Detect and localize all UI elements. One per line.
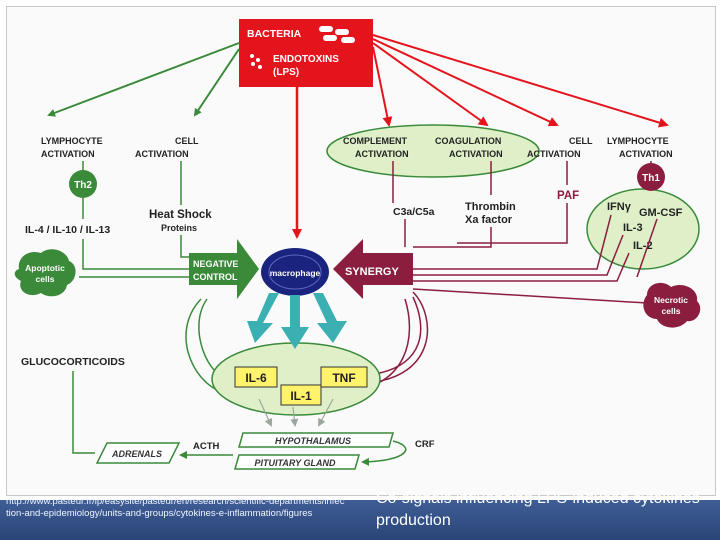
apoptotic-cells-blob xyxy=(14,249,76,297)
heat-shock-proteins-label: Proteins xyxy=(161,223,197,233)
complement-activation-1: COMPLEMENT xyxy=(343,136,408,146)
endotoxins-label: ENDOTOXINS xyxy=(273,54,339,65)
macrophage-output-arrows xyxy=(247,293,347,349)
bacteria-icon xyxy=(319,26,355,43)
cell-activation-right-2: ACTIVATION xyxy=(527,149,581,159)
cell-activation-right-1: CELL xyxy=(569,136,593,146)
il3-label: IL-3 xyxy=(623,222,643,234)
adrenals-label: ADRENALS xyxy=(111,449,162,459)
arrow-bacteria-complement xyxy=(372,46,393,127)
synergy-input-lines xyxy=(404,203,658,282)
pituitary-box xyxy=(234,454,360,470)
lymphocyte-activation-right-2: ACTIVATION xyxy=(619,149,673,159)
adrenals-box xyxy=(95,442,181,464)
negative-label: NEGATIVE xyxy=(193,259,238,269)
il2-label: IL-2 xyxy=(633,240,653,252)
hypothalamus-label: HYPOTHALAMUS xyxy=(275,436,351,446)
il1-box xyxy=(280,384,322,406)
hypothalamus-box xyxy=(238,432,394,448)
th1-label: Th1 xyxy=(642,173,660,184)
glucocorticoids-label: GLUCOCORTICOIDS xyxy=(21,356,125,368)
heat-shock-label: Heat Shock xyxy=(149,209,212,221)
necrotic-label: Necrotic xyxy=(654,295,688,305)
bacteria-box xyxy=(239,19,373,87)
synergy-arrow xyxy=(333,239,413,299)
necrotic-cells-label: cells xyxy=(662,306,681,316)
il6-label: IL-6 xyxy=(245,371,267,385)
il6-box xyxy=(234,366,278,388)
apoptotic-cells-label: cells xyxy=(36,274,55,284)
macrophage-label: macrophage xyxy=(270,268,321,278)
cell-activation-left-1: CELL xyxy=(175,136,199,146)
xa-factor-label: Xa factor xyxy=(465,214,513,226)
arrow-bacteria-lymphocyte-right xyxy=(372,34,669,128)
slide-footer-bar xyxy=(0,500,720,540)
paf-label: PAF xyxy=(557,190,579,202)
lps-cytokine-diagram: BACTERIA ENDOTOXINS (LPS) LYMPHOCYTE ACT… xyxy=(14,19,701,470)
control-label: CONTROL xyxy=(193,272,238,282)
necrotic-cells-blob xyxy=(643,282,701,328)
lps-label: (LPS) xyxy=(273,67,299,78)
synergy-label: SYNERGY xyxy=(345,266,399,278)
cell-activation-left-2: ACTIVATION xyxy=(135,149,189,159)
diagram-frame: BACTERIA ENDOTOXINS (LPS) LYMPHOCYTE ACT… xyxy=(6,6,716,496)
endotoxin-icon xyxy=(250,54,262,69)
negative-control-arrow xyxy=(189,239,259,299)
source-url[interactable]: http://www.pasteur.fr/ip/easysite/pasteu… xyxy=(6,496,345,519)
bacteria-title: BACTERIA xyxy=(247,28,302,40)
arrow-bacteria-cell-right xyxy=(372,38,559,127)
lymphocyte-activation-left-1: LYMPHOCYTE xyxy=(41,136,103,146)
pituitary-label: PITUITARY GLAND xyxy=(254,458,336,468)
complement-activation-2: ACTIVATION xyxy=(355,149,409,159)
th2-label: Th2 xyxy=(74,180,92,191)
arrow-bacteria-cell-left xyxy=(193,48,240,117)
activation-highlight xyxy=(326,124,540,178)
tnf-label: TNF xyxy=(332,371,355,385)
arrow-bacteria-lymphocyte xyxy=(47,42,240,117)
apoptotic-label: Apoptotic xyxy=(25,263,65,273)
coagulation-activation-2: ACTIVATION xyxy=(449,149,503,159)
arrow-bacteria-coagulation xyxy=(372,42,489,127)
lymphocyte-activation-left-2: ACTIVATION xyxy=(41,149,95,159)
th2-node xyxy=(69,170,97,198)
acth-label: ACTH xyxy=(193,441,220,452)
macrophage-node xyxy=(261,248,329,296)
il1-label: IL-1 xyxy=(290,389,312,403)
coagulation-activation-1: COAGULATION xyxy=(435,136,501,146)
tnf-box xyxy=(320,366,368,388)
thrombin-label: Thrombin xyxy=(465,201,516,213)
crf-label: CRF xyxy=(415,439,435,450)
th1-cytokine-highlight xyxy=(586,188,700,270)
gm-csf-label: GM-CSF xyxy=(639,207,683,219)
th1-node xyxy=(637,163,665,191)
lymphocyte-activation-right-1: LYMPHOCYTE xyxy=(607,136,669,146)
ifn-gamma-label: IFNγ xyxy=(607,201,632,213)
slide-caption: Co-signals influencing LPS-induced cytok… xyxy=(376,490,700,529)
c3a-c5a-label: C3a/C5a xyxy=(393,206,435,218)
il-left-label: IL-4 / IL-10 / IL-13 xyxy=(25,224,110,236)
